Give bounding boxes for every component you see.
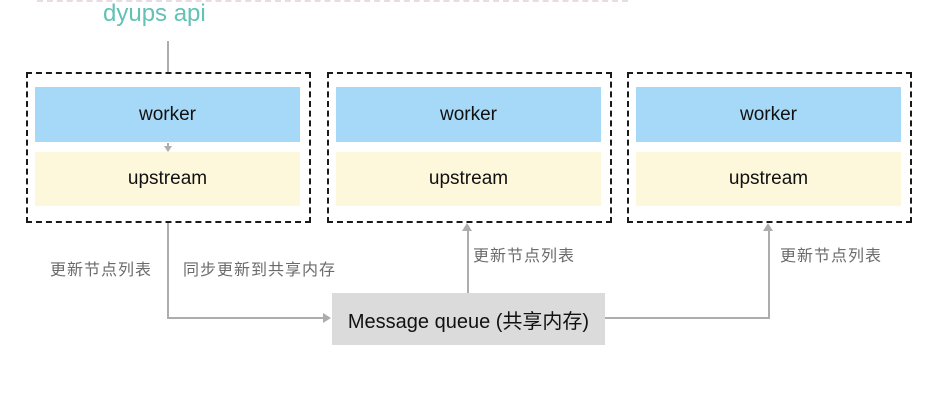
- connector-worker1-to-queue-vline: [167, 223, 169, 318]
- upstream-label: upstream: [127, 168, 208, 189]
- edge-label-update-node-list-2: 更新节点列表: [473, 248, 576, 265]
- message-queue-label: Message queue (共享内存): [347, 310, 590, 333]
- worker-label: worker: [439, 103, 497, 125]
- connector-worker1-to-queue-hline: [167, 317, 324, 319]
- arrow-dyups-to-worker1-line: [167, 41, 169, 80]
- edge-label-update-node-list-1: 更新节点列表: [50, 262, 153, 279]
- upstream-label: upstream: [428, 168, 509, 189]
- arrow-worker1-to-upstream1-line: [167, 143, 169, 147]
- worker-bar: worker: [636, 87, 901, 142]
- nginx-process-box-1: worker upstream: [26, 72, 311, 223]
- connector-queue-to-worker3-hline: [605, 317, 770, 319]
- edge-label-sync-shared-memory: 同步更新到共享内存: [183, 262, 337, 279]
- connector-queue-to-worker3-vline: [768, 230, 770, 319]
- cropped-dashed-line: [37, 0, 628, 2]
- upstream-bar: upstream: [35, 152, 300, 206]
- worker-bar: worker: [336, 87, 601, 142]
- arrow-worker1-to-upstream1-head: [164, 146, 172, 152]
- worker-label: worker: [138, 103, 196, 125]
- message-queue-box: Message queue (共享内存): [332, 293, 605, 345]
- arrow-queue-to-worker2-line: [467, 230, 469, 293]
- nginx-process-box-3: worker upstream: [627, 72, 912, 223]
- upstream-bar: upstream: [636, 152, 901, 206]
- upstream-bar: upstream: [336, 152, 601, 206]
- connector-worker1-to-queue-head: [323, 313, 331, 323]
- nginx-process-box-2: worker upstream: [327, 72, 612, 223]
- edge-label-update-node-list-3: 更新节点列表: [780, 248, 883, 265]
- worker-label: worker: [739, 103, 797, 125]
- arrow-queue-to-worker2-head: [462, 223, 472, 231]
- dyups-api-label: dyups api: [103, 0, 206, 27]
- worker-bar: worker: [35, 87, 300, 142]
- upstream-label: upstream: [728, 168, 809, 189]
- connector-queue-to-worker3-head: [763, 223, 773, 231]
